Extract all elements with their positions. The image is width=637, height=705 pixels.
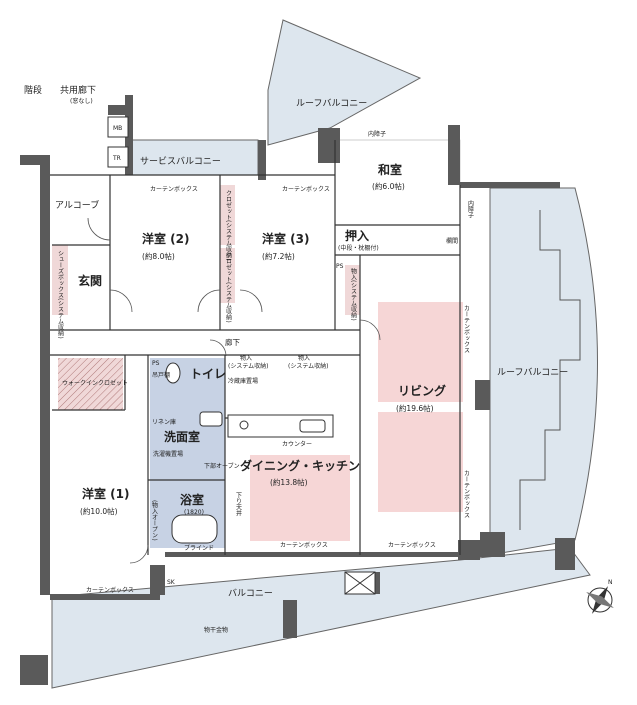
toilet-bowl (165, 362, 181, 384)
service-balcony-label: サービスバルコニー (140, 156, 221, 167)
japanese-room-size: (約6.0帖) (372, 181, 405, 191)
bathtub (171, 514, 218, 544)
storage2-label: 物入 (298, 354, 310, 362)
ps-label-2: PS (336, 263, 344, 270)
roof-balcony-right-area (489, 187, 598, 556)
balcony-label: バルコニー (228, 588, 273, 599)
roof-balcony-top-label: ルーフバルコニー (296, 98, 367, 109)
closet-a-fill (220, 185, 235, 245)
walk-in-closet-hatch (58, 358, 123, 410)
closet-b-fill (220, 248, 235, 303)
curtain-box-5: カーテンボックス (86, 586, 134, 594)
walls (20, 95, 575, 685)
curtain-box-4: カーテンボックス (388, 541, 436, 549)
dining-kitchen-size: (約13.8帖) (270, 477, 308, 487)
closet-a-label: クロゼット(システム収納) (225, 190, 232, 261)
mb-label: MB (113, 125, 122, 132)
common-corridor-note: (窓なし) (70, 97, 93, 105)
living-size: (約19.6帖) (396, 403, 434, 413)
corridor-label: 廊下 (225, 337, 240, 347)
living-name: リビング (398, 383, 446, 398)
roof-balcony-right-label: ルーフバルコニー (497, 367, 568, 378)
storage2-note: (システム収納) (288, 362, 329, 370)
storage-bottom-label: (物入オープン) (151, 500, 158, 541)
japanese-room-fill (334, 139, 461, 226)
balcony-bottom-area (51, 547, 591, 689)
service-balcony-area (127, 139, 259, 176)
storage1-label: 物入 (240, 354, 252, 362)
western-room-3-size: (約7.2帖) (262, 251, 295, 261)
compass-n-label: N (608, 579, 613, 586)
washroom-label: 洗面室 (164, 429, 200, 444)
blind-label: ブラインド (184, 544, 214, 552)
tr-shaft (107, 146, 129, 168)
mb-shaft (107, 116, 129, 138)
oshiire-label: 押入 (345, 228, 369, 243)
curtain-box-2: カーテンボックス (282, 185, 330, 193)
ps-label-1: PS (152, 360, 160, 367)
bath-name: 浴室 (180, 492, 204, 507)
compass-icon (586, 586, 614, 614)
dining-fill (250, 455, 350, 541)
curtain-box-1: カーテンボックス (150, 185, 198, 193)
stairs-label: 階段 (24, 84, 42, 96)
counter-label: カウンター (282, 440, 312, 448)
stove (239, 420, 249, 430)
living-fill (378, 302, 463, 402)
walk-in-closet-label: ウォークインクロゼット (62, 379, 128, 387)
sink (299, 419, 326, 433)
shita-tenjo-label: 下り天井 (235, 492, 242, 517)
western-room-2-size: (約8.0帖) (142, 251, 175, 261)
tr-label: TR (112, 155, 121, 162)
common-corridor-label: 共用廊下 (60, 84, 96, 96)
shoes-box-label: シューズボックス(システム収納) (57, 250, 64, 339)
interior-lines (50, 140, 461, 555)
storage1-note: (システム収納) (228, 362, 269, 370)
ranma-label: 欄間 (446, 237, 458, 245)
curtain-box-7: カーテンボックス (463, 470, 470, 518)
drying-rack-label: 物干金物 (204, 626, 228, 634)
western-room-3-name: 洋室 (3) (262, 231, 310, 246)
wash-basin (199, 411, 223, 427)
uchi-shoji-label-2: 内障子 (467, 199, 474, 218)
entrance-label: 玄関 (78, 273, 102, 288)
oshiire-note: (中段・枕棚付) (338, 244, 379, 252)
living-fill-lower (378, 412, 463, 512)
roof-balcony-railing (519, 210, 581, 530)
roof-balcony-top-area (267, 19, 422, 146)
door-swings (87, 217, 381, 564)
storage3-label: 物入(システム収納) (350, 267, 357, 320)
japanese-room-name: 和室 (377, 162, 402, 177)
western-room-1-name: 洋室 (1) (82, 486, 130, 501)
linen-label: リネン庫 (152, 418, 176, 426)
washer-label: 洗濯機置場 (153, 450, 183, 458)
dining-kitchen-name: ダイニング・キッチン (240, 458, 360, 473)
shoes-box-fill (52, 245, 68, 315)
lower-oven-label: 下部オーブン (204, 462, 240, 470)
alcove-label: アルコーブ (55, 199, 99, 211)
sk-label: SK (167, 579, 176, 586)
curtain-box-6: カーテンボックス (463, 305, 470, 353)
western-room-1-size: (約10.0帖) (80, 506, 118, 516)
hanging-shelf-label: 吊戸棚 (152, 371, 170, 379)
closet-b-label: クロゼット(システム収納) (225, 252, 232, 323)
fridge-label: 冷蔵庫置場 (228, 377, 258, 385)
uchi-shoji-label-1: 内障子 (368, 130, 386, 138)
storage3-fill (345, 265, 360, 315)
western-room-2-name: 洋室 (2) (142, 231, 190, 246)
curtain-box-3: カーテンボックス (280, 541, 328, 549)
toilet-label: トイレ (190, 367, 226, 381)
bath-size: (1820) (184, 509, 204, 516)
